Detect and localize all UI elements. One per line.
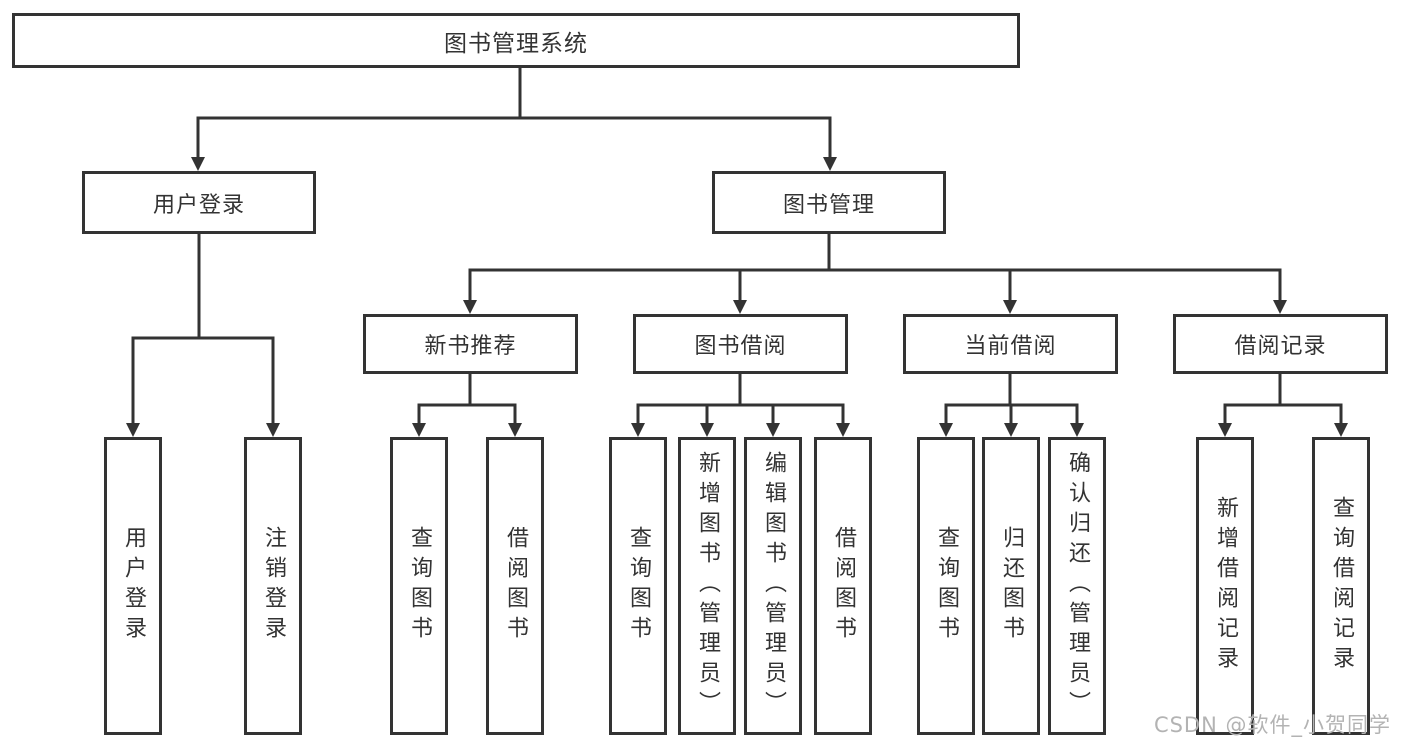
connector-current-borrow (944, 374, 1079, 424)
leaf-logout: 注销登录 (244, 437, 302, 735)
leaf-user-login-label: 用户登录 (121, 526, 146, 646)
node-book-management: 图书管理 (712, 171, 946, 234)
leaf-current-confirm: 确认归还（管理员） (1048, 437, 1106, 735)
arrowhead (412, 423, 426, 437)
arrowhead (823, 157, 837, 171)
node-user-login: 用户登录 (82, 171, 316, 234)
arrowhead (1273, 300, 1287, 314)
arrowhead (191, 157, 205, 171)
leaf-records-query-label: 查询借阅记录 (1329, 496, 1354, 676)
arrowhead (266, 423, 280, 437)
leaf-current-query: 查询图书 (917, 437, 975, 735)
leaf-borrow-edit-label: 编辑图书（管理员） (761, 451, 786, 721)
connector-book-borrow (636, 374, 845, 424)
connector-borrow-records (1223, 374, 1343, 424)
arrowhead (700, 423, 714, 437)
node-current-borrow: 当前借阅 (903, 314, 1118, 374)
leaf-newbook-borrow: 借阅图书 (486, 437, 544, 735)
arrowhead (1003, 300, 1017, 314)
arrowhead (1004, 423, 1018, 437)
leaf-logout-label: 注销登录 (261, 526, 286, 646)
node-root: 图书管理系统 (12, 13, 1020, 68)
leaf-records-query: 查询借阅记录 (1312, 437, 1370, 735)
leaf-borrow-query: 查询图书 (609, 437, 667, 735)
arrowhead (508, 423, 522, 437)
leaf-borrow-edit: 编辑图书（管理员） (744, 437, 802, 735)
leaf-newbook-query: 查询图书 (390, 437, 448, 735)
node-new-book-recommend: 新书推荐 (363, 314, 578, 374)
node-book-borrow: 图书借阅 (633, 314, 848, 374)
leaf-current-query-label: 查询图书 (934, 526, 959, 646)
leaf-current-confirm-label: 确认归还（管理员） (1065, 451, 1090, 721)
arrowhead (939, 423, 953, 437)
leaf-current-return: 归还图书 (982, 437, 1040, 735)
connector-book-management (468, 234, 1282, 300)
arrowhead (733, 300, 747, 314)
node-borrow-records: 借阅记录 (1173, 314, 1388, 374)
watermark: CSDN @软件_小贺同学 (1153, 713, 1391, 737)
leaf-borrow-book-label: 借阅图书 (831, 526, 856, 646)
connector-new-book (417, 374, 517, 424)
connector-root (196, 68, 832, 158)
leaf-newbook-borrow-label: 借阅图书 (503, 526, 528, 646)
leaf-newbook-query-label: 查询图书 (407, 526, 432, 646)
arrowhead (631, 423, 645, 437)
arrowhead (1218, 423, 1232, 437)
leaf-records-add-label: 新增借阅记录 (1213, 496, 1238, 676)
leaf-borrow-add-label: 新增图书（管理员） (695, 451, 720, 721)
leaf-records-add: 新增借阅记录 (1196, 437, 1254, 735)
arrowhead (463, 300, 477, 314)
leaf-borrow-add: 新增图书（管理员） (678, 437, 736, 735)
leaf-borrow-query-label: 查询图书 (626, 526, 651, 646)
connector-user-login (131, 234, 275, 424)
leaf-user-login: 用户登录 (104, 437, 162, 735)
arrowhead (1070, 423, 1084, 437)
arrowhead (126, 423, 140, 437)
leaf-current-return-label: 归还图书 (999, 526, 1024, 646)
arrowhead (1334, 423, 1348, 437)
arrowhead (836, 423, 850, 437)
arrowhead (766, 423, 780, 437)
leaf-borrow-book: 借阅图书 (814, 437, 872, 735)
